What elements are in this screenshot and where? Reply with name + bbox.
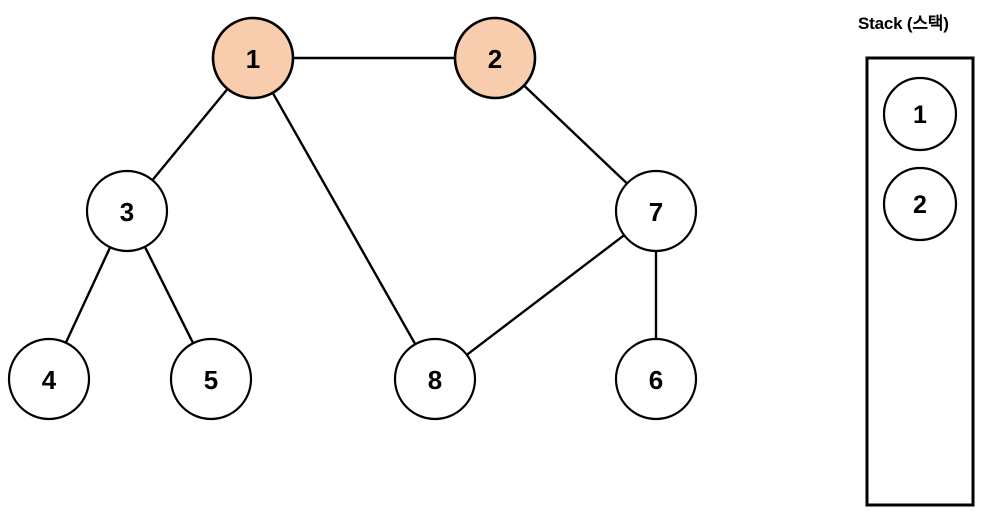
graph-node-circle-7 [614, 169, 698, 253]
graph-node-6[interactable]: 6 [614, 337, 698, 421]
graph-node-circle-4 [7, 337, 91, 421]
graph-node-5[interactable]: 5 [169, 337, 253, 421]
graph-edge-1-8 [271, 91, 417, 346]
graph-node-7[interactable]: 7 [614, 169, 698, 253]
graph-node-circle-3 [85, 169, 169, 253]
graph-node-label-6: 6 [649, 365, 663, 395]
stack-item-circle-2 [882, 166, 958, 242]
graph-node-circle-1 [211, 16, 295, 100]
stack-item-label-2: 2 [913, 191, 927, 219]
graph-node-label-2: 2 [488, 44, 502, 74]
graph-edge-7-8 [465, 234, 626, 356]
graph-node-4[interactable]: 4 [7, 337, 91, 421]
graph-nodes: 1 2 3 7 4 5 8 6 [7, 16, 698, 421]
graph-node-label-4: 4 [42, 365, 57, 395]
stack-item-2[interactable]: 2 [882, 166, 958, 242]
stack-item-label-1: 1 [913, 101, 927, 129]
graph-node-circle-2 [453, 16, 537, 100]
graph-node-label-1: 1 [246, 44, 260, 74]
graph-node-8[interactable]: 8 [393, 337, 477, 421]
graph-node-circle-8 [393, 337, 477, 421]
graph-node-1[interactable]: 1 [211, 16, 295, 100]
graph-node-2[interactable]: 2 [453, 16, 537, 100]
graph-node-3[interactable]: 3 [85, 169, 169, 253]
graph-edge-3-5 [143, 245, 195, 345]
graph-node-circle-5 [169, 337, 253, 421]
graph-node-circle-6 [614, 337, 698, 421]
graph-edge-2-7 [522, 84, 629, 185]
graph-node-label-3: 3 [120, 197, 134, 227]
graph-node-label-8: 8 [428, 365, 442, 395]
stack-panel-title: Stack (스택) [858, 14, 949, 33]
stack-item-1[interactable]: 1 [882, 76, 958, 152]
graph-edge-1-3 [151, 87, 229, 182]
graph-edges [64, 56, 658, 356]
graph-node-label-7: 7 [649, 197, 663, 227]
graph-node-label-5: 5 [204, 365, 218, 395]
stack-item-circle-1 [882, 76, 958, 152]
stack-panel: 12 [865, 56, 975, 507]
graph-edge-3-4 [64, 246, 112, 344]
